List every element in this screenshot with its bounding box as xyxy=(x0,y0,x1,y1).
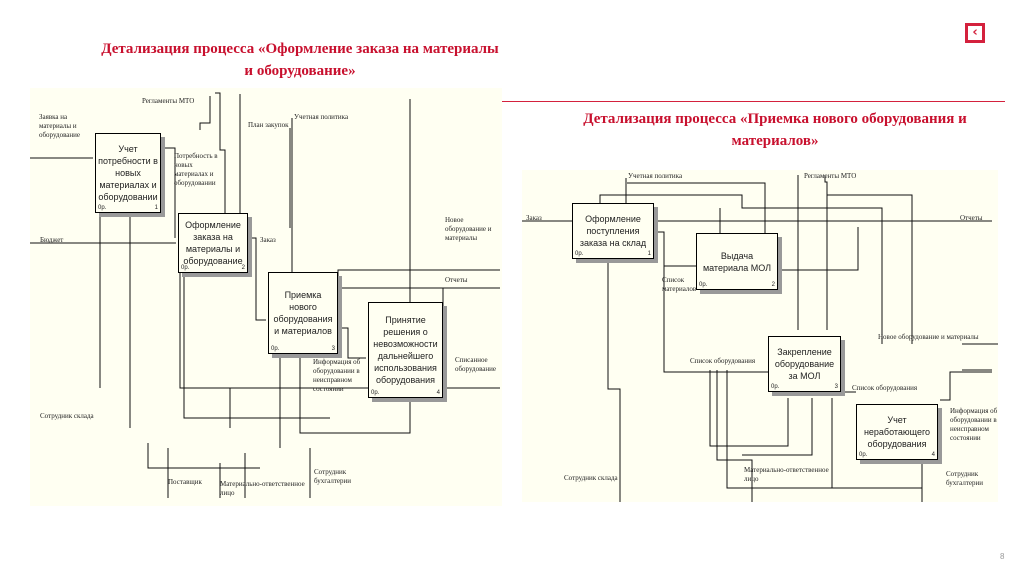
right-connections xyxy=(522,175,998,502)
box-op: 0р. xyxy=(859,452,868,458)
arrow-label: Бюджет xyxy=(40,236,64,244)
arrow-label: Информация об оборудовании в неисправном… xyxy=(313,358,361,393)
process-box-3[interactable]: Закрепление оборудование за МОЛ 0р. 3 xyxy=(768,336,841,392)
page-number: 8 xyxy=(1000,552,1005,561)
arrow-label: Новое оборудование и материалы xyxy=(878,333,979,341)
left-connections xyxy=(30,92,500,498)
arrow-label: Материально-ответственное лицо xyxy=(744,466,829,483)
arrow-label: Поставщик xyxy=(168,478,202,486)
box-number: 4 xyxy=(931,452,935,458)
process-box-2[interactable]: Оформление заказа на материалы и оборудо… xyxy=(178,213,248,273)
box-label: Учет потребности в новых материалах и об… xyxy=(98,144,158,202)
process-box-1[interactable]: Оформление поступления заказа на склад 0р… xyxy=(572,203,654,259)
arrow-label: Новое оборудование и материалы xyxy=(445,216,492,242)
box-number: 2 xyxy=(241,265,245,271)
arrow-label: Информация об оборудовании в неисправном… xyxy=(950,407,998,442)
arrow-label: Сотрудник склада xyxy=(564,474,618,482)
arrow-label: Регламенты МТО xyxy=(142,97,195,105)
arrow-label: Учетная политика xyxy=(294,113,349,121)
box-op: 0р. xyxy=(371,390,380,396)
arrow-label: Материально-ответственное лицо xyxy=(220,480,305,497)
box-label: Оформление заказа на материалы и оборудо… xyxy=(183,220,243,266)
right-title: Детализация процесса «Приемка нового обо… xyxy=(583,111,967,149)
arrow-label: Отчеты xyxy=(445,276,468,284)
box-label: Принятие решения о невозможности дальней… xyxy=(373,315,438,385)
arrow-label: Заказ xyxy=(260,236,276,244)
arrow-label: Сотрудник бухгалтерии xyxy=(314,468,351,485)
arrow-label: Список оборудования xyxy=(690,357,756,365)
box-number: 1 xyxy=(154,205,158,211)
arrow-label: Список оборудования xyxy=(852,384,918,392)
box-op: 0р. xyxy=(771,384,780,390)
process-box-4[interactable]: Принятие решения о невозможности дальней… xyxy=(368,302,443,398)
box-op: 0р. xyxy=(575,251,584,257)
box-number: 3 xyxy=(331,346,335,352)
arrow-label: Отчеты xyxy=(960,214,983,222)
process-box-3[interactable]: Приемка нового оборудования и материалов… xyxy=(268,272,338,354)
box-number: 4 xyxy=(436,390,440,396)
box-label: Учет неработающего оборудования xyxy=(863,415,931,449)
divider xyxy=(500,101,1005,102)
arrow-label: Учетная политика xyxy=(628,172,683,180)
process-box-1[interactable]: Учет потребности в новых материалах и об… xyxy=(95,133,161,213)
process-box-4[interactable]: Учет неработающего оборудования 0р. 4 xyxy=(856,404,938,460)
arrow-label: Потребность в новых материалах и оборудо… xyxy=(174,152,218,187)
left-idef0-diagram: Учет потребности в новых материалах и об… xyxy=(30,88,502,506)
left-title: Детализация процесса «Оформление заказа … xyxy=(101,41,499,79)
process-box-2[interactable]: Выдача материала МОЛ 0р. 2 xyxy=(696,233,778,290)
arrow-label: Списанное оборудование xyxy=(455,356,497,373)
box-number: 3 xyxy=(834,384,838,390)
arrow-label: План закупок xyxy=(248,121,289,129)
right-idef0-diagram: Оформление поступления заказа на склад 0р… xyxy=(522,170,998,502)
arrow-label: Список материалов xyxy=(662,276,697,293)
box-label: Приемка нового оборудования и материалов xyxy=(273,290,333,336)
arrow-label: Регламенты МТО xyxy=(804,172,857,180)
back-arrow-icon[interactable]: ‹ xyxy=(965,23,985,43)
box-number: 1 xyxy=(647,251,651,257)
arrow-label: Заказ xyxy=(526,214,542,222)
box-label: Выдача материала МОЛ xyxy=(702,250,772,273)
arrow-label: Заявка на материалы и оборудование xyxy=(39,113,81,139)
box-number: 2 xyxy=(771,282,775,288)
box-op: 0р. xyxy=(271,346,280,352)
box-label: Закрепление оборудование за МОЛ xyxy=(774,347,835,381)
arrow-label: Сотрудник склада xyxy=(40,412,94,420)
box-op: 0р. xyxy=(699,282,708,288)
box-label: Оформление поступления заказа на склад xyxy=(579,214,647,248)
box-op: 0р. xyxy=(98,205,107,211)
arrow-label: Сотрудник бухгалтерии xyxy=(946,470,983,487)
box-op: 0р. xyxy=(181,265,190,271)
